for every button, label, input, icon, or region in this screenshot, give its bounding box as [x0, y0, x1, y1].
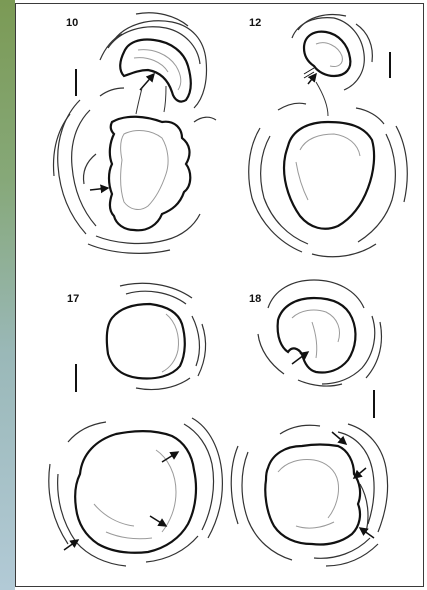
specimen-18-upper-element: [258, 280, 381, 386]
specimen-18: [231, 280, 387, 566]
specimen-17-upper-element: [107, 283, 206, 389]
left-color-strip: [0, 0, 15, 590]
specimen-10-lower-element: [54, 88, 216, 253]
specimen-10: [54, 13, 216, 254]
figure-panel: 10 12 17 18: [15, 3, 424, 587]
specimen-12-upper-element: [292, 15, 372, 90]
specimen-18-lower-element: [231, 424, 387, 566]
specimen-12-lower-element: [249, 103, 408, 257]
fossil-outline-drawing: [16, 4, 422, 585]
specimen-12: [249, 15, 408, 257]
specimen-17-lower-element: [49, 418, 223, 566]
specimen-10-upper-element: [100, 13, 207, 108]
specimen-17: [49, 283, 223, 566]
